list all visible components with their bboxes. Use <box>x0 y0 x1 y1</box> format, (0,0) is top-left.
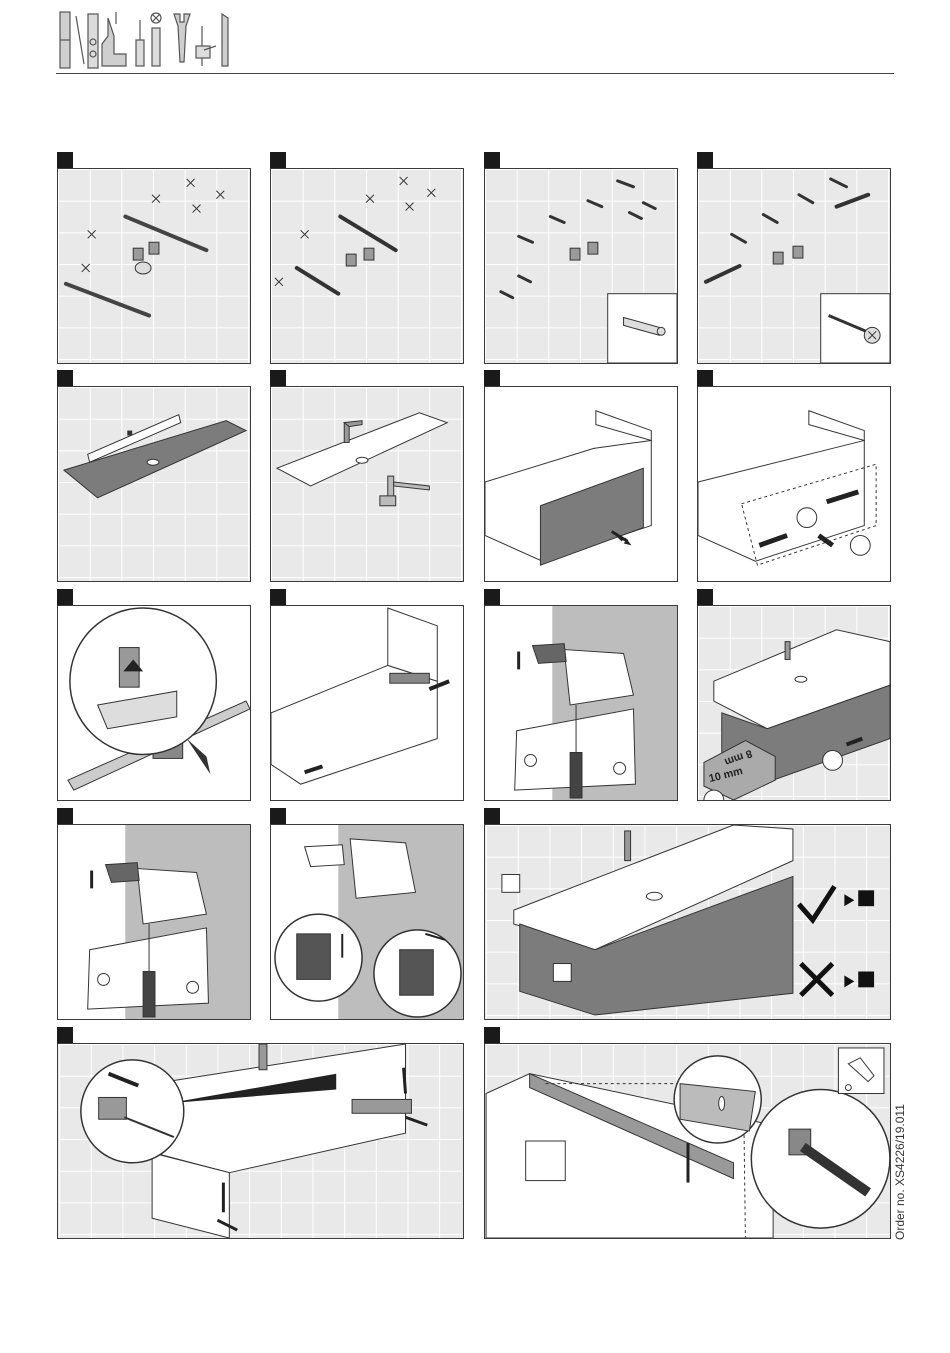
bit-icon <box>102 12 126 66</box>
step-illustration <box>271 387 463 581</box>
step-illustration <box>485 1044 890 1238</box>
wrench-icon <box>838 1048 884 1094</box>
step-badge <box>484 808 500 824</box>
step-illustration <box>485 169 677 363</box>
step-mount-tap-siphon <box>270 370 464 582</box>
step-remove-inner-drawer <box>697 370 891 582</box>
spirit-level-icon <box>60 12 84 68</box>
header-tools-logo <box>56 6 236 72</box>
step-check-gap: 10 mm 8 mm <box>697 589 891 801</box>
step-badge <box>270 152 286 168</box>
step-badge <box>484 370 500 386</box>
step-remove-drawer <box>484 370 678 582</box>
step-illustration <box>271 825 463 1019</box>
step-badge <box>697 589 713 605</box>
step-illustration <box>485 387 677 581</box>
step-insert-dowels <box>484 152 678 364</box>
step-badge <box>484 152 500 168</box>
step-mark-holes <box>57 152 251 364</box>
step-adjust-bracket <box>270 808 464 1020</box>
step-illustration <box>58 825 250 1019</box>
step-fit-bracket <box>484 589 678 801</box>
step-badge <box>270 370 286 386</box>
header-divider <box>56 73 894 74</box>
step-badge <box>697 152 713 168</box>
step-badge <box>57 1027 73 1043</box>
step-check-alignment <box>484 808 891 1020</box>
wrench-icon <box>174 14 190 62</box>
step-badge <box>57 589 73 605</box>
step-badge <box>484 589 500 605</box>
step-badge <box>57 370 73 386</box>
step-badge <box>57 152 73 168</box>
step-level-basin <box>57 370 251 582</box>
step-illustration <box>271 169 463 363</box>
drill-icon <box>88 14 98 68</box>
step-illustration <box>58 606 250 800</box>
label-box <box>502 874 520 892</box>
step-badge <box>270 808 286 824</box>
step-illustration <box>698 387 890 581</box>
step-release-runner <box>57 589 251 801</box>
step-hang-cabinet <box>270 589 464 801</box>
bit-target-icon <box>151 13 161 66</box>
step-badge <box>484 1027 500 1043</box>
step-badge <box>57 808 73 824</box>
step-tighten-bracket <box>57 808 251 1020</box>
step-illustration <box>485 825 890 1019</box>
step-illustration <box>698 169 890 363</box>
step-illustration <box>58 169 250 363</box>
step-drill-holes <box>270 152 464 364</box>
step-adjust-hinges <box>57 1027 464 1239</box>
callout-circle <box>797 508 817 528</box>
step-illustration <box>271 606 463 800</box>
step-badge <box>270 589 286 605</box>
label-box <box>553 964 571 982</box>
step-insert-screws <box>697 152 891 364</box>
step-badge <box>697 370 713 386</box>
callout-circle <box>850 535 870 555</box>
step-illustration: 10 mm 8 mm <box>698 606 890 800</box>
magnifier-icon <box>70 608 216 754</box>
step-illustration <box>485 606 677 800</box>
screwdriver-icon <box>136 20 144 66</box>
cartridge-gun-icon <box>196 26 216 66</box>
step-illustration <box>58 1044 463 1238</box>
cabinet-icon <box>271 608 437 784</box>
knife-icon <box>222 14 228 66</box>
callout-circle <box>823 751 843 771</box>
order-number: Order no. XS4226/19.011 <box>893 1220 907 1240</box>
step-adjust-fascia <box>484 1027 891 1239</box>
step-illustration <box>58 387 250 581</box>
